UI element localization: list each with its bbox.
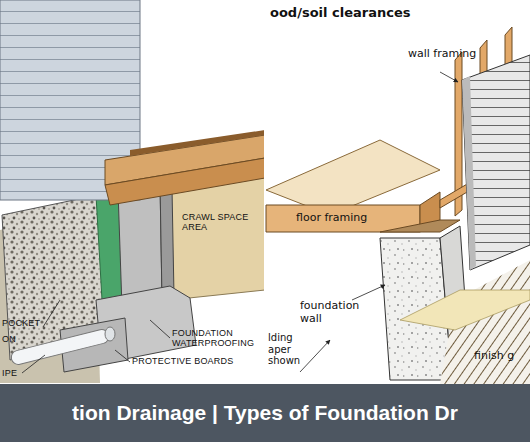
part-label: CRAWL SPACE AREA	[182, 212, 252, 233]
part-label: finish g	[474, 350, 530, 363]
part-label: POCKET	[2, 318, 62, 328]
part-label: wall framing	[408, 48, 498, 61]
part-label: foundation wall	[300, 300, 380, 325]
part-label: PROTECTIVE BOARDS	[132, 356, 262, 366]
part-label: floor framing	[296, 212, 406, 225]
section-heading: ood/soil clearances	[270, 6, 450, 21]
part-label: lding aper shown	[268, 332, 308, 367]
part-label: IPE	[2, 368, 42, 378]
part-label: ON	[2, 334, 42, 344]
part-label: FOUNDATION WATERPROOFING	[172, 328, 262, 349]
banner-title: tion Drainage | Types of Foundation Dr	[72, 401, 458, 425]
